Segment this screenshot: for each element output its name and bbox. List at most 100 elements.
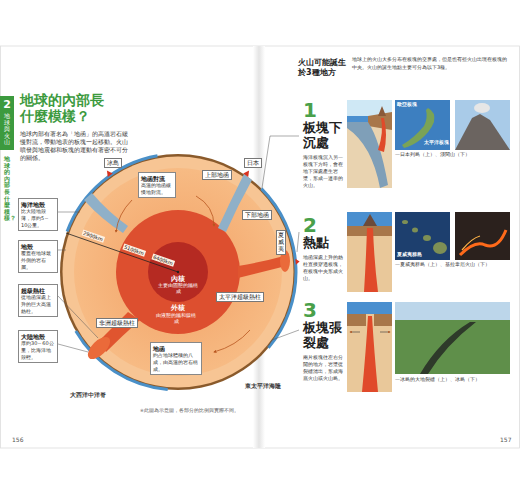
subduction-figures-shape xyxy=(347,100,392,188)
place-label-box: 日本 xyxy=(244,158,262,168)
callout-number: 1 xyxy=(303,100,343,120)
rift-figures-shape xyxy=(380,332,390,333)
hotspot-figures-shape xyxy=(412,228,418,233)
hotspot-figures-shape xyxy=(363,214,377,226)
place-name: 夏威夷 xyxy=(278,232,284,253)
layer-name: 下部地函 xyxy=(245,212,269,219)
layer-name: 上部地函 xyxy=(205,172,229,179)
rift-figures-shape xyxy=(347,302,392,314)
callout-box: 海洋地殼比大陸地殼薄，厚約5～10公里。 xyxy=(18,198,58,231)
rift-figures-shape xyxy=(347,314,366,326)
map-label: 夏威夷群島 xyxy=(397,252,422,257)
inner-core-circle: 內核主要由固態的鐵構成 xyxy=(148,242,208,302)
leader-lines-shape xyxy=(58,296,98,338)
hotspot-figures xyxy=(347,212,510,292)
panel-heading: 板塊張裂處 xyxy=(303,321,343,351)
hotspot-figures-shape xyxy=(423,235,431,241)
callout-title: 大陸地殼 xyxy=(21,333,55,341)
rift-figures-shape xyxy=(347,302,392,392)
hotspot-figures-shape xyxy=(433,242,447,254)
callout-box: 地殼覆蓋在地球最外側的岩石層。 xyxy=(18,240,58,273)
page-title: 地球的內部長什麼模樣？ xyxy=(20,92,112,124)
leader-lines-shape xyxy=(58,344,88,352)
hotspot-figures-shape xyxy=(347,212,392,226)
layer-label-box: 上部地函 xyxy=(202,170,232,180)
volcano-type-panel: 1板塊下沉處海洋板塊沉入另一板塊下方時，會在地下深處產生岩漿，形成一連串的火山。 xyxy=(303,100,343,189)
place-label: 大西洋中洋脊 xyxy=(70,392,106,399)
hotspot-figures-shape xyxy=(402,220,408,224)
hotspot-figures-shape xyxy=(364,228,378,292)
map-label: 太平洋板塊 xyxy=(424,140,449,145)
panel-heading: 熱點 xyxy=(303,236,343,251)
layer-label-box: 下部地函 xyxy=(242,210,272,220)
leader-lines xyxy=(58,136,299,352)
photo-caption: 一夏威夷群島（上）、基拉韋厄火山（下） xyxy=(395,262,510,268)
leader-lines-shape xyxy=(297,232,299,252)
subduction-figures-shape xyxy=(378,106,386,116)
callout-text: 約占地球體積的八成，由高溫的岩石構成。 xyxy=(153,352,199,372)
earth-cross-section-shape xyxy=(66,233,178,272)
callout-number: 3 xyxy=(303,300,343,320)
book-pages xyxy=(1,46,520,448)
outer-core-band: 外核由液態的鐵和鎳構成 xyxy=(156,305,200,324)
plume-name: 太平洋超級熱柱 xyxy=(219,294,261,301)
place-name: 冰島 xyxy=(107,160,119,167)
callout-text: 覆蓋在地球最外側的岩石層。 xyxy=(21,250,55,270)
callout-box: 超級熱柱從地函深處上升的巨大高溫熱柱。 xyxy=(18,284,58,317)
photo-caption: 一冰島的大地裂縫（上）、冰島（下） xyxy=(395,377,510,383)
leader-lines-shape xyxy=(58,250,66,251)
layer-name: 外核 xyxy=(156,305,200,313)
intro-text: 地球內部有著名為「地函」的高溫岩石緩慢對流，帶動地表的板塊一起移動。火山噴發與地… xyxy=(20,131,132,163)
earth-cross-section-shape xyxy=(116,200,132,232)
panel-text: 地函深處上升的熱柱直接穿過板塊，在板塊中央形成火山。 xyxy=(303,254,343,282)
earth-cross-section xyxy=(60,154,300,390)
subduction-figures-shape xyxy=(347,116,368,122)
earth-cross-section-shape xyxy=(84,193,128,233)
rift-figures-shape xyxy=(395,302,510,320)
place-label-box: 冰島 xyxy=(104,158,122,168)
layer-text: 由液態的鐵和鎳構成 xyxy=(156,313,196,325)
chapter-name: 地球與火山 xyxy=(4,113,10,146)
panel-text: 兩片板塊往左右分開的地方，岩漿從裂縫湧出，形成海底火山或火山島。 xyxy=(303,354,343,382)
earth-cross-section-shape xyxy=(107,170,113,177)
subduction-figures-shape xyxy=(455,100,510,150)
callout-title: 地函 xyxy=(153,345,199,353)
depth-label: 6400km xyxy=(151,254,174,267)
hotspot-figures-shape xyxy=(347,212,392,292)
subduction-figures xyxy=(347,100,510,188)
panel-text: 海洋板塊沉入另一板塊下方時，會在地下深處產生岩漿，形成一連串的火山。 xyxy=(303,154,343,189)
rift-figures-shape xyxy=(395,302,510,374)
plume-label-box: 非洲超級熱柱 xyxy=(96,318,138,328)
earth-cross-section-shape xyxy=(148,242,208,302)
plume-name: 非洲超級熱柱 xyxy=(99,320,135,327)
earth-cross-section-shape xyxy=(218,174,252,232)
hotspot-figures-shape xyxy=(460,230,506,255)
callout-title: 超級熱柱 xyxy=(21,287,55,295)
earth-cross-section-shape xyxy=(177,271,179,273)
layer-name: 內核 xyxy=(171,276,185,284)
photo-caption: 一日本列島（上）、淺間山（下） xyxy=(395,152,510,158)
subduction-figures-shape xyxy=(455,114,510,150)
place-label: 東太平洋海隆 xyxy=(245,383,281,390)
callout-text: 厚約30～60公里，比海洋地殼輕。 xyxy=(21,340,55,360)
leader-lines-shape xyxy=(58,212,80,213)
volcano-type-panel: 2熱點地函深處上升的熱柱直接穿過板塊，在板塊中央形成火山。 xyxy=(303,215,343,282)
leader-lines-shape xyxy=(262,136,299,188)
rift-figures-shape xyxy=(350,332,360,333)
callout-text: 比大陸地殼薄，厚約5～10公里。 xyxy=(21,208,55,228)
section-heading: 火山可能誕生於3種地方 xyxy=(298,58,346,78)
layer-text: 主要由固態的鐵構成 xyxy=(158,283,198,295)
callout-box: 地函對流高溫的地函緩慢地對流。 xyxy=(138,172,176,198)
place-label-box: 夏威夷 xyxy=(276,230,286,255)
hotspot-figures-shape xyxy=(395,212,450,260)
panel-heading: 板塊下沉處 xyxy=(303,121,343,151)
earth-cross-section-shape xyxy=(238,256,286,278)
rift-figures-shape xyxy=(362,316,378,392)
callout-text: 高溫的地函緩慢地對流。 xyxy=(141,182,173,196)
side-heading: 地球的內部長什麼模樣？ xyxy=(4,156,10,222)
callout-title: 地函對流 xyxy=(141,175,173,183)
subduction-figures-shape xyxy=(395,100,450,150)
rift-figures-shape xyxy=(374,314,392,326)
